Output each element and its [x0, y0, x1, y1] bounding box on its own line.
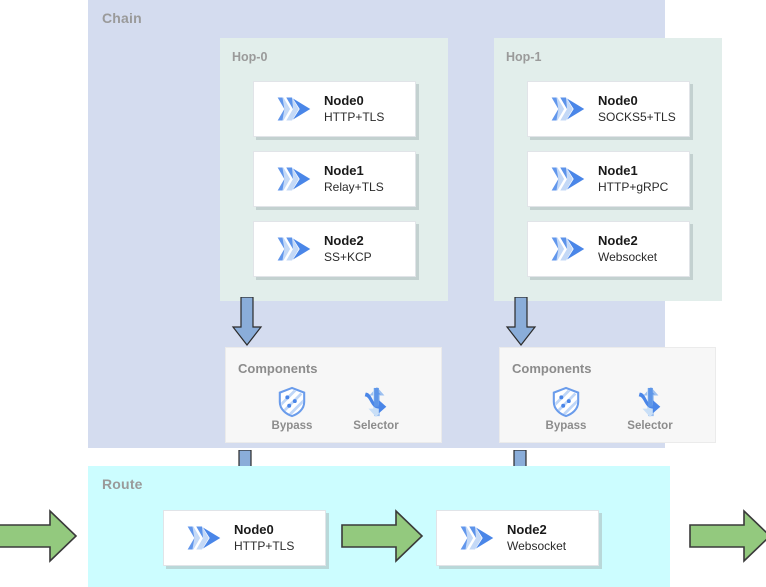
selector-arrows-icon [364, 387, 387, 417]
component-label: Selector [353, 420, 399, 432]
chain-container: Chain Hop-0 Node0 HTTP+TLS [88, 0, 722, 448]
flow-arrow-right-between-route-nodes [341, 509, 424, 563]
node-card[interactable]: Node1 Relay+TLS [253, 151, 416, 207]
component-bypass[interactable]: Bypass [528, 386, 604, 432]
component-bypass[interactable]: Bypass [254, 386, 330, 432]
node-protocol: SS+KCP [324, 249, 372, 264]
components-title: Components [238, 361, 318, 376]
node-card[interactable]: Node0 HTTP+TLS [253, 81, 416, 137]
node-protocol: SOCKS5+TLS [598, 109, 676, 124]
flow-arrow-right-inbound [0, 509, 78, 563]
components-panel-hop1: Components [499, 347, 716, 443]
chain-title: Chain [102, 10, 142, 26]
component-selector[interactable]: Selector [612, 386, 688, 432]
node-arrow-icon [551, 237, 585, 261]
node-name: Node2 [507, 521, 547, 537]
node-text: Node2 Websocket [507, 522, 566, 555]
node-arrow-icon [551, 167, 585, 191]
node-protocol: HTTP+TLS [324, 109, 385, 124]
component-label: Bypass [271, 420, 313, 432]
node-text: Node2 SS+KCP [324, 233, 372, 266]
node-text: Node1 HTTP+gRPC [598, 163, 668, 196]
node-text: Node0 HTTP+TLS [324, 93, 384, 126]
flow-arrow-right-outbound [689, 509, 766, 563]
node-arrow-icon [460, 526, 494, 550]
node-card[interactable]: Node2 Websocket [527, 221, 690, 277]
node-arrow-icon [187, 526, 221, 550]
node-name: Node0 [324, 92, 364, 108]
flow-arrow-down-hop1-components [505, 297, 537, 346]
node-protocol: HTTP+gRPC [598, 179, 669, 194]
components-title: Components [512, 361, 592, 376]
node-card[interactable]: Node1 HTTP+gRPC [527, 151, 690, 207]
node-name: Node1 [324, 162, 364, 178]
component-label: Bypass [545, 420, 587, 432]
node-name: Node0 [598, 92, 638, 108]
shield-icon [278, 386, 306, 418]
node-name: Node2 [324, 232, 364, 248]
node-arrow-icon [277, 237, 311, 261]
route-title: Route [102, 476, 143, 492]
node-protocol: Websocket [598, 249, 658, 264]
node-text: Node0 SOCKS5+TLS [598, 93, 676, 126]
node-protocol: Relay+TLS [324, 179, 384, 194]
node-protocol: Websocket [507, 538, 567, 553]
selector-arrows-icon [638, 387, 661, 417]
node-card[interactable]: Node2 Websocket [436, 510, 599, 566]
hop-0-container: Hop-0 Node0 HTTP+TLS [220, 38, 448, 301]
node-text: Node2 Websocket [598, 233, 657, 266]
node-card[interactable]: Node2 SS+KCP [253, 221, 416, 277]
node-arrow-icon [551, 97, 585, 121]
node-card[interactable]: Node0 HTTP+TLS [163, 510, 326, 566]
node-text: Node1 Relay+TLS [324, 163, 384, 196]
component-selector[interactable]: Selector [338, 386, 414, 432]
node-name: Node2 [598, 232, 638, 248]
components-panel-hop0: Components [225, 347, 442, 443]
hop-0-title: Hop-0 [232, 50, 268, 64]
component-label: Selector [627, 420, 673, 432]
hop-1-container: Hop-1 Node0 SOCKS5+TLS [494, 38, 722, 301]
flow-arrow-down-hop0-components [231, 297, 263, 346]
node-name: Node0 [234, 521, 274, 537]
node-card[interactable]: Node0 SOCKS5+TLS [527, 81, 690, 137]
shield-icon [552, 386, 580, 418]
node-text: Node0 HTTP+TLS [234, 522, 294, 555]
node-arrow-icon [277, 167, 311, 191]
node-protocol: HTTP+TLS [234, 538, 295, 553]
node-name: Node1 [598, 162, 638, 178]
node-arrow-icon [277, 97, 311, 121]
hop-1-title: Hop-1 [506, 50, 542, 64]
